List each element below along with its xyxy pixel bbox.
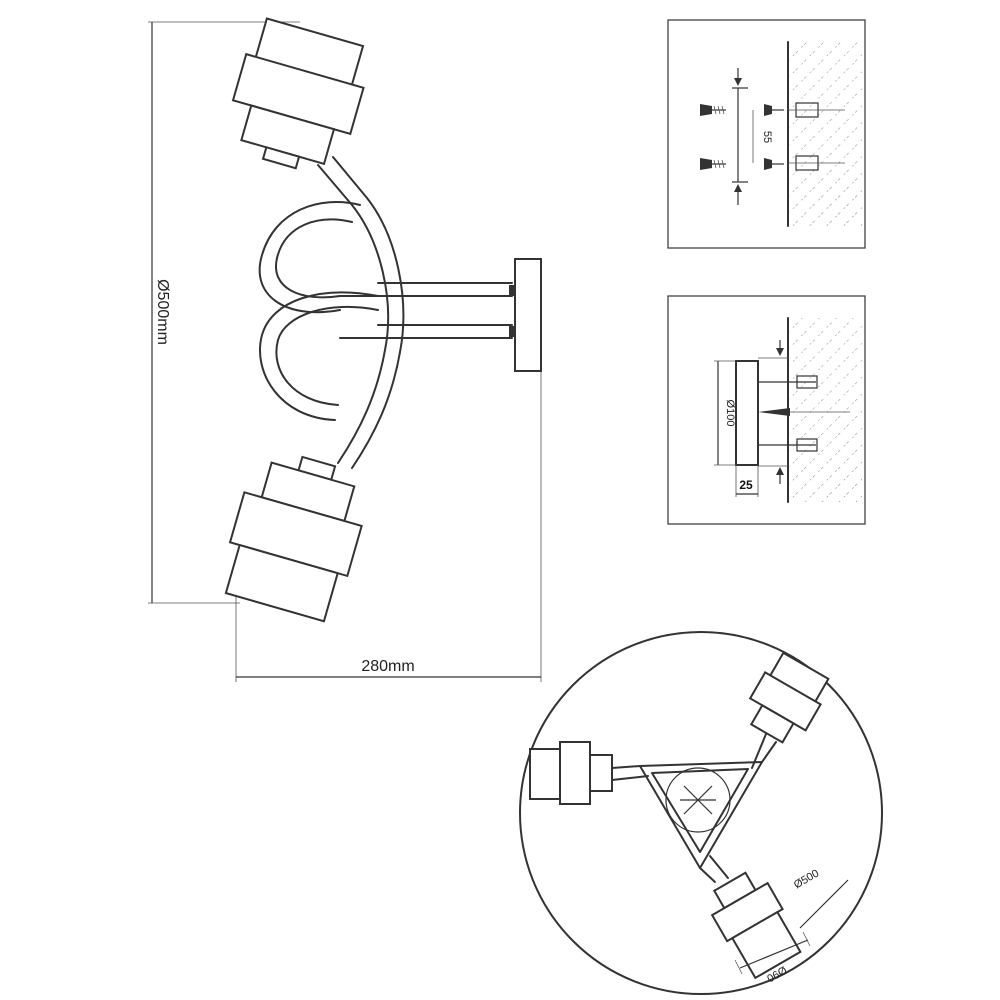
upper-spotlight bbox=[231, 17, 365, 170]
screw-icon bbox=[700, 158, 726, 170]
top-view: Ø500 Ø90 bbox=[519, 631, 883, 995]
top-view-spotlight-left bbox=[529, 741, 613, 805]
detail-screw-spacing: 55 bbox=[667, 19, 866, 249]
wall-plug-icon bbox=[764, 104, 784, 116]
screw-icon bbox=[700, 104, 726, 116]
screw-spacing-label: 55 bbox=[761, 131, 773, 143]
wall-plug-icon bbox=[764, 158, 784, 170]
height-dimension-label: Ø500mm bbox=[154, 279, 171, 345]
top-view-spotlight-lower bbox=[710, 871, 802, 980]
lower-spotlight bbox=[224, 455, 363, 623]
arms bbox=[339, 282, 513, 339]
plate-diameter-label: Ø100 bbox=[724, 400, 736, 427]
curved-tube bbox=[258, 156, 405, 469]
top-view-spotlight-upper bbox=[748, 651, 830, 744]
width-dimension-label: 280mm bbox=[361, 658, 414, 675]
width-dimension: 280mm bbox=[235, 370, 542, 682]
outer-diameter-dimension: Ø500 bbox=[792, 867, 849, 929]
wall-plate bbox=[509, 258, 542, 372]
outer-diameter-label: Ø500 bbox=[792, 867, 821, 891]
detail-wall-plate: Ø100 25 bbox=[667, 295, 866, 525]
side-view: Ø500mm 280mm bbox=[148, 17, 542, 682]
plate-depth-label: 25 bbox=[739, 478, 753, 492]
triangle-frame bbox=[639, 761, 763, 869]
